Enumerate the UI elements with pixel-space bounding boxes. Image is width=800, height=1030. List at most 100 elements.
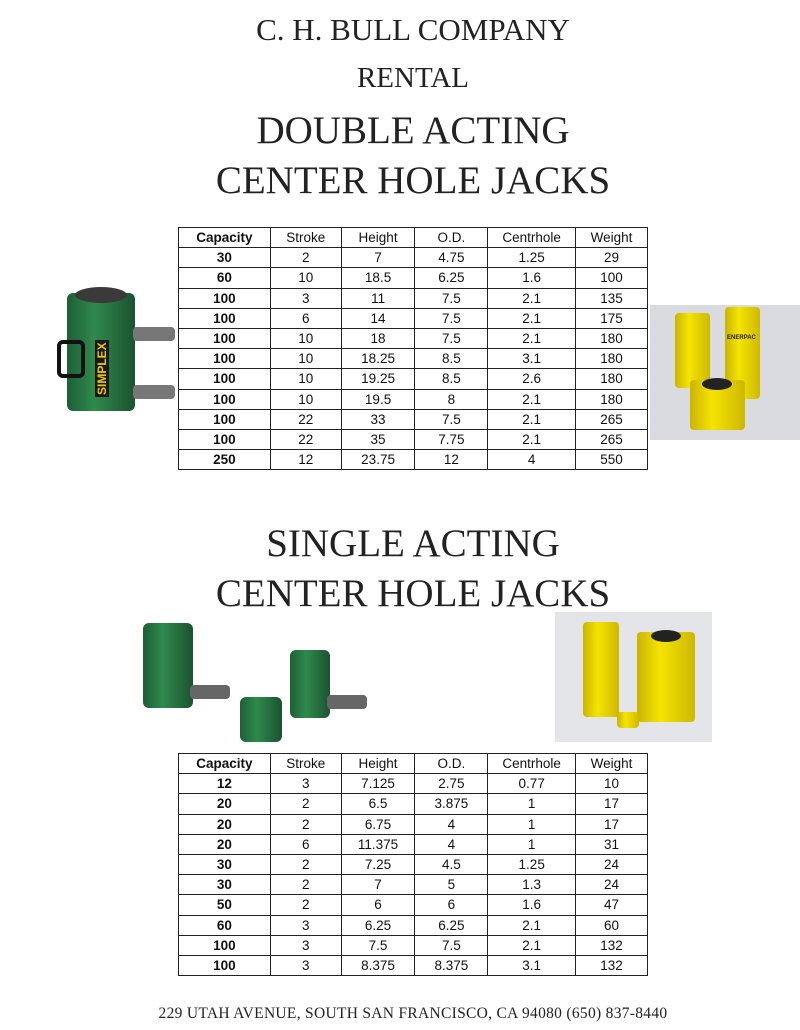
table-cell: 100 xyxy=(178,307,271,329)
table-cell: 550 xyxy=(575,449,648,471)
table-cell: 3 xyxy=(269,914,342,936)
table-cell: 2.1 xyxy=(487,914,577,936)
table-cell: 4.75 xyxy=(414,247,489,269)
table-cell: 6.25 xyxy=(414,267,489,289)
table-cell: 2.1 xyxy=(487,327,577,350)
table-cell: 3.1 xyxy=(487,348,577,370)
table-cell: 6 xyxy=(340,894,416,916)
table-cell: 10 xyxy=(269,348,342,370)
table-cell: 2 xyxy=(269,247,342,269)
table-cell: 135 xyxy=(575,287,648,309)
footer-address: 229 UTAH AVENUE, SOUTH SAN FRANCISCO, CA… xyxy=(158,1005,668,1022)
table-cell: 35 xyxy=(340,428,416,451)
table-cell: 2 xyxy=(269,894,342,916)
table-cell: 180 xyxy=(575,348,648,370)
table-cell: 2.1 xyxy=(487,408,577,430)
table-cell: 3.875 xyxy=(414,793,489,815)
simplex-logo: SIMPLEX xyxy=(95,340,109,397)
table-cell: 6.25 xyxy=(414,914,489,936)
table-cell: 19.25 xyxy=(340,368,416,390)
table-cell: 132 xyxy=(575,954,648,977)
table-cell: 12 xyxy=(414,449,489,471)
table-cell: 8.5 xyxy=(414,348,489,370)
table-cell: 1.6 xyxy=(487,894,577,916)
table-cell: 7.25 xyxy=(340,853,416,876)
table-cell: 100 xyxy=(575,267,648,289)
table-cell: 23.75 xyxy=(340,449,416,471)
column-header: O.D. xyxy=(414,226,489,249)
table-cell: 7.5 xyxy=(414,327,489,350)
table-cell: 7 xyxy=(340,874,416,896)
column-header: Height xyxy=(340,226,416,249)
table-cell: 7.5 xyxy=(340,934,416,956)
double-acting-title-1: DOUBLE ACTING xyxy=(256,109,570,152)
table-cell: 10 xyxy=(269,368,342,390)
table-cell: 2.1 xyxy=(487,388,577,410)
table-cell: 18.5 xyxy=(340,267,416,289)
table-cell: 1 xyxy=(487,793,577,815)
table-cell: 3.1 xyxy=(487,954,577,977)
table-cell: 7.5 xyxy=(414,307,489,329)
table-cell: 8.375 xyxy=(340,954,416,977)
table-cell: 22 xyxy=(269,428,342,451)
table-cell: 180 xyxy=(575,388,648,410)
table-cell: 1.3 xyxy=(487,874,577,896)
double-acting-title-2: CENTER HOLE JACKS xyxy=(215,159,611,202)
table-cell: 29 xyxy=(575,247,648,269)
table-cell: 265 xyxy=(575,408,648,430)
table-cell: 175 xyxy=(575,307,648,329)
single-acting-green-jacks-image xyxy=(135,615,380,745)
table-cell: 20 xyxy=(178,793,271,815)
column-header: Weight xyxy=(575,226,648,249)
table-cell: 7.5 xyxy=(414,934,489,956)
table-cell: 2.75 xyxy=(414,773,489,795)
table-cell: 20 xyxy=(178,833,271,855)
table-cell: 30 xyxy=(178,247,271,269)
table-cell: 4 xyxy=(487,449,577,471)
table-cell: 2 xyxy=(269,874,342,896)
column-header: Capacity xyxy=(178,752,271,775)
table-cell: 8.5 xyxy=(414,368,489,390)
table-cell: 100 xyxy=(178,368,271,390)
table-cell: 24 xyxy=(575,853,648,876)
table-cell: 8 xyxy=(414,388,489,410)
column-header: Stroke xyxy=(269,226,342,249)
single-acting-title-1: SINGLE ACTING xyxy=(266,522,560,565)
table-cell: 7.125 xyxy=(340,773,416,795)
table-cell: 2.1 xyxy=(487,934,577,956)
table-cell: 180 xyxy=(575,327,648,350)
table-cell: 7 xyxy=(340,247,416,269)
column-header: Stroke xyxy=(269,752,342,775)
table-cell: 100 xyxy=(178,348,271,370)
table-cell: 10 xyxy=(269,327,342,350)
column-header: O.D. xyxy=(414,752,489,775)
table-cell: 2 xyxy=(269,813,342,835)
table-cell: 100 xyxy=(178,954,271,977)
table-cell: 3 xyxy=(269,287,342,309)
column-header: Height xyxy=(340,752,416,775)
column-header: Weight xyxy=(575,752,648,775)
table-cell: 100 xyxy=(178,408,271,430)
table-cell: 19.5 xyxy=(340,388,416,410)
table-cell: 10 xyxy=(575,773,648,795)
table-cell: 7.75 xyxy=(414,428,489,451)
single-acting-title-2: CENTER HOLE JACKS xyxy=(215,572,611,615)
column-header: Capacity xyxy=(178,226,271,249)
table-cell: 18 xyxy=(340,327,416,350)
table-cell: 24 xyxy=(575,874,648,896)
table-cell: 1.6 xyxy=(487,267,577,289)
table-cell: 2.1 xyxy=(487,307,577,329)
table-cell: 6 xyxy=(414,894,489,916)
table-cell: 3 xyxy=(269,954,342,977)
